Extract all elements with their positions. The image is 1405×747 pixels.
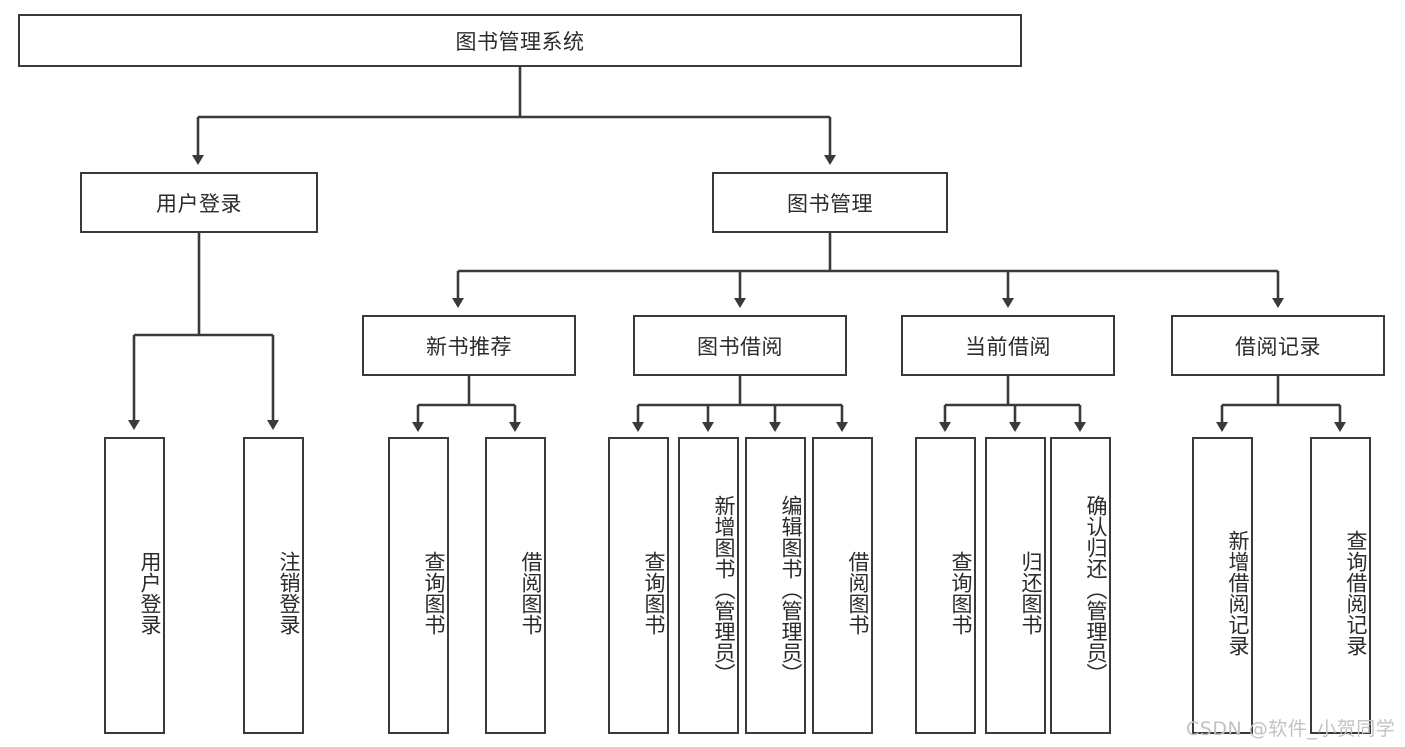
node-borrow-record-label: 借阅记录 [1235,334,1321,359]
node-leaf-add-record-label: 新增借阅记录 [1226,529,1250,656]
node-leaf-query-book-1[interactable]: 查询图书 [388,437,449,734]
node-leaf-return-book-label: 归还图书 [1019,550,1043,635]
node-leaf-logout-login[interactable]: 注销登录 [243,437,304,734]
node-leaf-return-book[interactable]: 归还图书 [985,437,1046,734]
node-leaf-add-book[interactable]: 新增图书（管理员） [678,437,739,734]
node-leaf-query-book-3-label: 查询图书 [949,550,973,635]
node-leaf-confirm-return-label: 确认归还（管理员） [1084,495,1108,684]
node-leaf-query-record-label: 查询借阅记录 [1344,529,1368,656]
node-root[interactable]: 图书管理系统 [18,14,1022,67]
node-leaf-edit-book-label: 编辑图书（管理员） [779,495,803,684]
node-leaf-borrow-book-1[interactable]: 借阅图书 [485,437,546,734]
node-leaf-logout-login-label: 注销登录 [277,550,301,635]
node-user-login-label: 用户登录 [156,191,242,216]
node-book-borrow-label: 图书借阅 [697,334,783,359]
node-new-book-rec-label: 新书推荐 [426,334,512,359]
node-leaf-query-book-3[interactable]: 查询图书 [915,437,976,734]
node-leaf-query-book-2-label: 查询图书 [642,550,666,635]
node-leaf-add-record[interactable]: 新增借阅记录 [1192,437,1253,734]
node-leaf-confirm-return[interactable]: 确认归还（管理员） [1050,437,1111,734]
node-borrow-record[interactable]: 借阅记录 [1171,315,1385,376]
node-leaf-query-book-2[interactable]: 查询图书 [608,437,669,734]
node-root-label: 图书管理系统 [455,29,585,54]
node-leaf-user-login-label: 用户登录 [138,550,162,635]
node-book-manage[interactable]: 图书管理 [712,172,948,233]
node-leaf-query-record[interactable]: 查询借阅记录 [1310,437,1371,734]
node-book-manage-label: 图书管理 [787,191,873,216]
node-leaf-query-book-1-label: 查询图书 [422,550,446,635]
node-new-book-rec[interactable]: 新书推荐 [362,315,576,376]
node-leaf-borrow-book-2[interactable]: 借阅图书 [812,437,873,734]
node-book-borrow[interactable]: 图书借阅 [633,315,847,376]
node-leaf-edit-book[interactable]: 编辑图书（管理员） [745,437,806,734]
node-current-borrow-label: 当前借阅 [965,334,1051,359]
node-leaf-add-book-label: 新增图书（管理员） [712,495,736,684]
watermark: CSDN @软件_小贺同学 [1186,718,1396,740]
node-leaf-borrow-book-1-label: 借阅图书 [519,550,543,635]
node-user-login[interactable]: 用户登录 [80,172,318,233]
node-leaf-borrow-book-2-label: 借阅图书 [846,550,870,635]
node-leaf-user-login[interactable]: 用户登录 [104,437,165,734]
node-current-borrow[interactable]: 当前借阅 [901,315,1115,376]
